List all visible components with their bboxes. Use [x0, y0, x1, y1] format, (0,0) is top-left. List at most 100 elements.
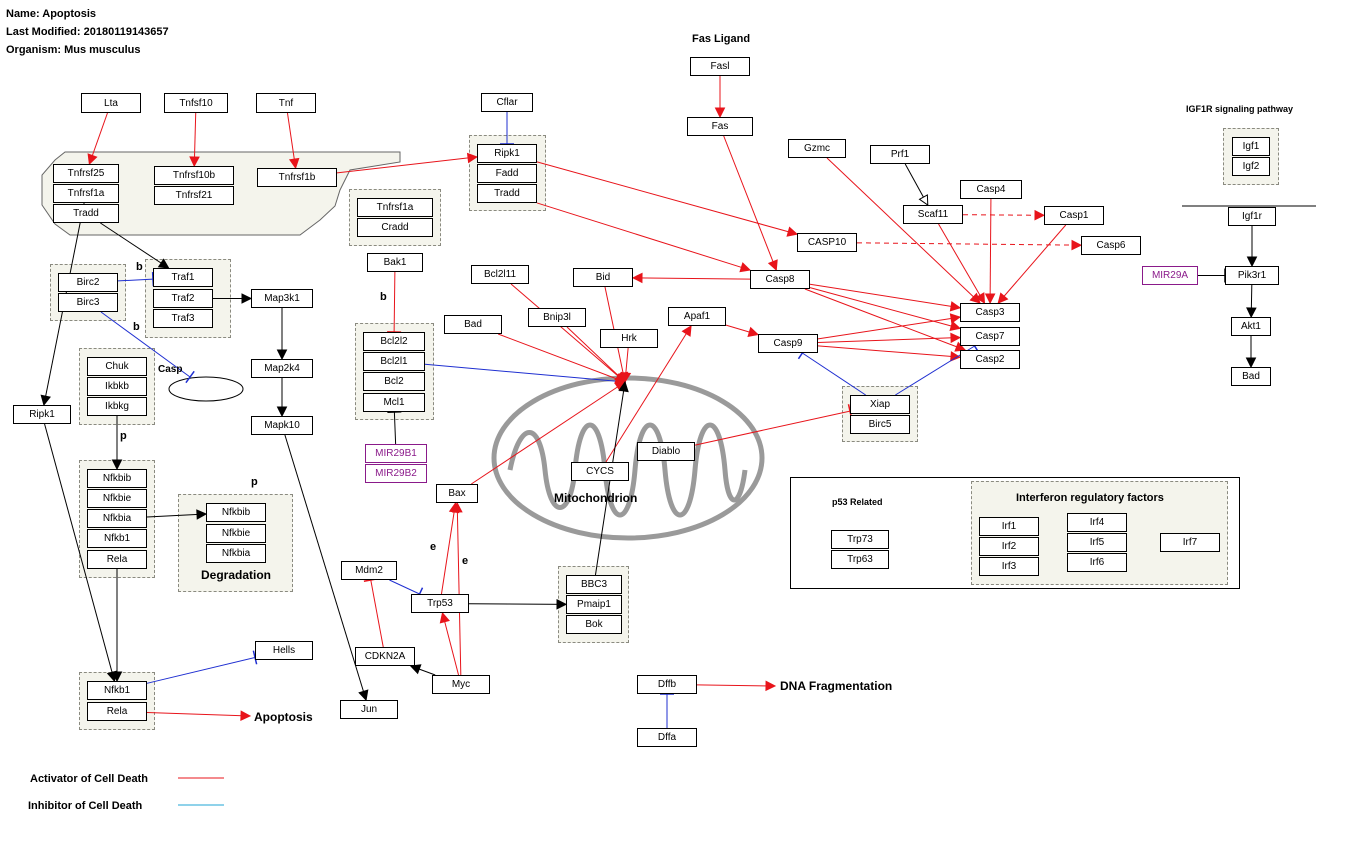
- node-trp63[interactable]: Trp63: [831, 550, 889, 569]
- node-casp4[interactable]: Casp4: [960, 180, 1022, 199]
- node-rela-a[interactable]: Rela: [87, 550, 147, 569]
- node-gzmc[interactable]: Gzmc: [788, 139, 846, 158]
- node-akt1[interactable]: Akt1: [1231, 317, 1271, 336]
- node-mdm2[interactable]: Mdm2: [341, 561, 397, 580]
- node-tnfrsf21[interactable]: Tnfrsf21: [154, 186, 234, 205]
- node-casp6[interactable]: Casp6: [1081, 236, 1141, 255]
- node-nfkbib-b[interactable]: Nfkbib: [206, 503, 266, 522]
- node-bok[interactable]: Bok: [566, 615, 622, 634]
- node-pmaip1[interactable]: Pmaip1: [566, 595, 622, 614]
- node-traf1[interactable]: Traf1: [153, 268, 213, 287]
- node-igf1[interactable]: Igf1: [1232, 137, 1270, 156]
- node-cdkn2a[interactable]: CDKN2A: [355, 647, 415, 666]
- node-irf7[interactable]: Irf7: [1160, 533, 1220, 552]
- node-tnfrsf1a-a[interactable]: Tnfrsf1a: [53, 184, 119, 203]
- node-ripk1-b[interactable]: Ripk1: [13, 405, 71, 424]
- node-mapk10[interactable]: Mapk10: [251, 416, 313, 435]
- node-myc[interactable]: Myc: [432, 675, 490, 694]
- node-pik3r1[interactable]: Pik3r1: [1225, 266, 1279, 285]
- node-bbc3[interactable]: BBC3: [566, 575, 622, 594]
- node-xiap[interactable]: Xiap: [850, 395, 910, 414]
- node-nfkb1-b[interactable]: Nfkb1: [87, 681, 147, 700]
- node-hrk[interactable]: Hrk: [600, 329, 658, 348]
- node-bad-b[interactable]: Bad: [1231, 367, 1271, 386]
- node-bad-a[interactable]: Bad: [444, 315, 502, 334]
- node-casp7[interactable]: Casp7: [960, 327, 1020, 346]
- node-apaf1[interactable]: Apaf1: [668, 307, 726, 326]
- node-ikbkg[interactable]: Ikbkg: [87, 397, 147, 416]
- node-traf3[interactable]: Traf3: [153, 309, 213, 328]
- node-ripk1-a[interactable]: Ripk1: [477, 144, 537, 163]
- node-cflar[interactable]: Cflar: [481, 93, 533, 112]
- node-traf2[interactable]: Traf2: [153, 289, 213, 308]
- node-bak1[interactable]: Bak1: [367, 253, 423, 272]
- node-bid[interactable]: Bid: [573, 268, 633, 287]
- node-nfkbie-a[interactable]: Nfkbie: [87, 489, 147, 508]
- node-bcl2l2[interactable]: Bcl2l2: [363, 332, 425, 351]
- node-igf2[interactable]: Igf2: [1232, 157, 1270, 176]
- node-jun[interactable]: Jun: [340, 700, 398, 719]
- node-mir29a[interactable]: MIR29A: [1142, 266, 1198, 285]
- node-tnfrsf10b[interactable]: Tnfrsf10b: [154, 166, 234, 185]
- node-nfkbia-b[interactable]: Nfkbia: [206, 544, 266, 563]
- node-irf4[interactable]: Irf4: [1067, 513, 1127, 532]
- node-mir29b1[interactable]: MIR29B1: [365, 444, 427, 463]
- node-diablo[interactable]: Diablo: [637, 442, 695, 461]
- node-rela-b[interactable]: Rela: [87, 702, 147, 721]
- node-fadd[interactable]: Fadd: [477, 164, 537, 183]
- node-bax[interactable]: Bax: [436, 484, 478, 503]
- node-nfkb1-a[interactable]: Nfkb1: [87, 529, 147, 548]
- node-casp1[interactable]: Casp1: [1044, 206, 1104, 225]
- node-trp73[interactable]: Trp73: [831, 530, 889, 549]
- node-prf1[interactable]: Prf1: [870, 145, 930, 164]
- node-dffa[interactable]: Dffa: [637, 728, 697, 747]
- node-tnfrsf25[interactable]: Tnfrsf25: [53, 164, 119, 183]
- node-birc2[interactable]: Birc2: [58, 273, 118, 292]
- node-birc3[interactable]: Birc3: [58, 293, 118, 312]
- node-casp10[interactable]: CASP10: [797, 233, 857, 252]
- node-bcl2l1[interactable]: Bcl2l1: [363, 352, 425, 371]
- node-scaf11[interactable]: Scaf11: [903, 205, 963, 224]
- node-nfkbie-b[interactable]: Nfkbie: [206, 524, 266, 543]
- node-tnfrsf1b[interactable]: Tnfrsf1b: [257, 168, 337, 187]
- node-cycs[interactable]: CYCS: [571, 462, 629, 481]
- node-tnfrsf1a-b[interactable]: Tnfrsf1a: [357, 198, 433, 217]
- node-casp2[interactable]: Casp2: [960, 350, 1020, 369]
- edge-bax-to-mito: [471, 381, 626, 485]
- node-bcl2l11[interactable]: Bcl2l11: [471, 265, 529, 284]
- node-ikbkb[interactable]: Ikbkb: [87, 377, 147, 396]
- node-lta[interactable]: Lta: [81, 93, 141, 113]
- node-tradd-a[interactable]: Tradd: [53, 204, 119, 223]
- node-cradd[interactable]: Cradd: [357, 218, 433, 237]
- node-irf3[interactable]: Irf3: [979, 557, 1039, 576]
- node-nfkbib-a[interactable]: Nfkbib: [87, 469, 147, 488]
- node-chuk[interactable]: Chuk: [87, 357, 147, 376]
- node-casp9[interactable]: Casp9: [758, 334, 818, 353]
- node-irf1[interactable]: Irf1: [979, 517, 1039, 536]
- node-tnf[interactable]: Tnf: [256, 93, 316, 113]
- arrowhead-bbc3-to-mito: [618, 380, 629, 393]
- arrowhead-ripk1-b-to-nfkb1-b: [106, 670, 118, 683]
- node-birc5[interactable]: Birc5: [850, 415, 910, 434]
- node-casp8[interactable]: Casp8: [750, 270, 810, 289]
- node-fas[interactable]: Fas: [687, 117, 753, 136]
- node-mcl1[interactable]: Mcl1: [363, 393, 425, 412]
- node-trp53[interactable]: Trp53: [411, 594, 469, 613]
- node-tradd-b[interactable]: Tradd: [477, 184, 537, 203]
- node-fasl[interactable]: Fasl: [690, 57, 750, 76]
- node-irf5[interactable]: Irf5: [1067, 533, 1127, 552]
- node-igf1r[interactable]: Igf1r: [1228, 207, 1276, 226]
- node-map2k4[interactable]: Map2k4: [251, 359, 313, 378]
- edge-tnfrsf1b-to-ripk1-a: [336, 156, 478, 174]
- node-tnfsf10[interactable]: Tnfsf10: [164, 93, 228, 113]
- node-casp3[interactable]: Casp3: [960, 303, 1020, 322]
- node-map3k1[interactable]: Map3k1: [251, 289, 313, 308]
- node-irf2[interactable]: Irf2: [979, 537, 1039, 556]
- node-dffb[interactable]: Dffb: [637, 675, 697, 694]
- node-nfkbia-a[interactable]: Nfkbia: [87, 509, 147, 528]
- node-mir29b2[interactable]: MIR29B2: [365, 464, 427, 483]
- node-hells[interactable]: Hells: [255, 641, 313, 660]
- node-bcl2[interactable]: Bcl2: [363, 372, 425, 391]
- node-irf6[interactable]: Irf6: [1067, 553, 1127, 572]
- node-bnip3l[interactable]: Bnip3l: [528, 308, 586, 327]
